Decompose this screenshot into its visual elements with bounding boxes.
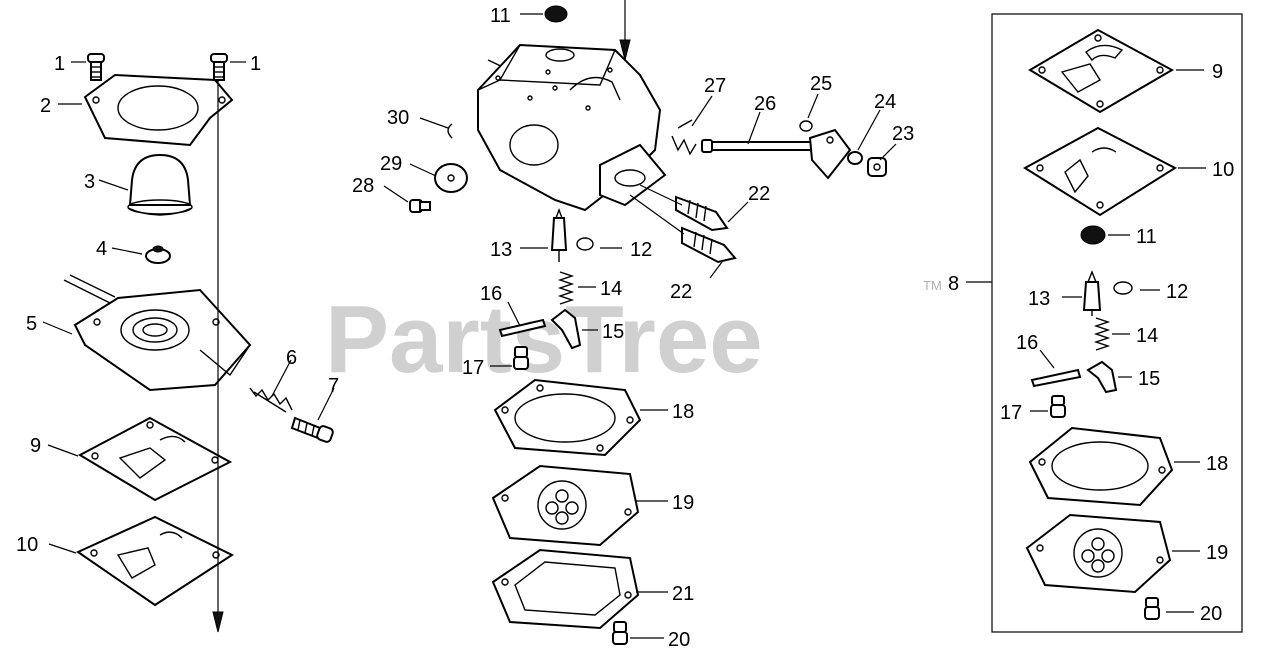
center-callout-27: 27 [704,75,726,97]
left-callout-1a: 1 [54,53,65,75]
center-callout-17: 17 [462,357,484,379]
left-part-4-valve[interactable] [145,245,171,264]
left-callout-2: 2 [40,95,51,117]
right-callout-17: 17 [1000,402,1022,424]
left-part-9-gasket[interactable] [77,416,233,502]
left-part-1a-screw[interactable] [87,53,105,81]
left-callout-7: 7 [328,375,339,397]
center-part-30-clip[interactable] [447,123,453,139]
center-part-13-inlet-needle[interactable] [550,208,568,262]
center-part-23-nut[interactable] [867,157,887,177]
right-callout-11: 11 [1136,226,1157,248]
left-part-2-cover[interactable] [83,73,234,147]
center-part-15-lever[interactable] [550,308,582,350]
right-part-15-lever[interactable] [1086,360,1118,394]
center-callout-16: 16 [480,283,502,305]
center-part-11-screen[interactable] [544,5,568,23]
kit-callout-8: 8 [948,273,959,295]
center-callout-29: 29 [380,153,402,175]
right-part-16-pin[interactable] [1030,368,1082,388]
left-part-6-spring[interactable] [249,387,293,413]
right-part-14-spring[interactable] [1093,317,1111,351]
center-callout-30: 30 [387,107,409,129]
right-callout-16: 16 [1016,332,1038,354]
right-callout-19: 19 [1206,542,1228,564]
center-part-27-spring[interactable] [671,119,697,156]
center-axis-arrow [619,39,631,61]
right-part-11-screen[interactable] [1080,225,1106,245]
right-part-9-gasket[interactable] [1028,28,1175,114]
right-part-10-diaphragm[interactable] [1023,126,1178,217]
left-part-5-pump-body[interactable] [63,274,252,392]
center-callout-20: 20 [668,629,690,649]
left-part-7-screw[interactable] [290,416,334,443]
left-part-1b-screw[interactable] [210,53,228,81]
center-callout-23: 23 [892,123,914,145]
right-callout-12: 12 [1166,281,1188,303]
trademark: TM [923,278,942,293]
center-callout-18: 18 [672,401,694,423]
right-leaders [1030,69,1206,613]
left-callout-3: 3 [84,171,95,193]
center-callout-22a: 22 [748,183,770,205]
left-callout-6: 6 [286,347,297,369]
right-part-19-diaphragm[interactable] [1025,513,1172,594]
center-part-12-ring[interactable] [576,237,594,251]
right-callout-14: 14 [1136,325,1158,347]
center-part-21-cover[interactable] [491,548,640,630]
left-callout-1b: 1 [250,53,261,75]
right-part-13-inlet-needle[interactable] [1082,270,1102,316]
left-callout-10: 10 [16,534,38,556]
center-part-17-screw[interactable] [513,346,529,370]
right-callout-9: 9 [1212,61,1223,83]
center-callout-11: 11 [490,5,511,27]
center-callout-25: 25 [810,73,832,95]
center-callout-19: 19 [672,492,694,514]
center-part-22b-needle[interactable] [681,226,737,264]
right-callout-15: 15 [1138,368,1160,390]
center-part-19-diaphragm[interactable] [491,464,640,547]
left-callout-5: 5 [26,313,37,335]
center-callout-28: 28 [352,175,374,197]
center-part-16-pin[interactable] [498,318,547,338]
left-part-10-diaphragm[interactable] [75,515,235,607]
center-part-28-screw[interactable] [409,199,431,213]
repair-kit-box [991,13,1243,633]
left-axis-arrow [212,611,224,633]
center-callout-24: 24 [874,91,896,113]
center-part-14-spring[interactable] [557,271,575,305]
right-callout-18: 18 [1206,453,1228,475]
center-callout-26: 26 [754,93,776,115]
center-callout-12: 12 [630,239,652,261]
left-callout-4: 4 [96,238,107,260]
right-part-17-screw[interactable] [1050,395,1066,418]
right-callout-10: 10 [1212,159,1234,181]
right-callout-20: 20 [1200,603,1222,625]
needle-guide-b [629,194,685,235]
center-callout-21: 21 [672,583,694,605]
center-part-25-clip[interactable] [799,120,813,132]
center-callout-22b: 22 [670,281,692,303]
right-part-20-screw[interactable] [1144,597,1160,620]
center-callout-14: 14 [600,278,622,300]
center-part-29-disc[interactable] [434,163,468,193]
watermark: PartsTree [325,286,763,393]
center-part-22a-needle[interactable] [675,195,729,232]
right-callout-13: 13 [1028,288,1050,310]
right-part-18-gasket[interactable] [1028,426,1174,507]
right-part-12-ring[interactable] [1113,281,1133,295]
left-part-3-primer-bulb[interactable] [127,153,193,216]
center-part-carburetor-body[interactable] [477,43,667,212]
center-part-18-gasket[interactable] [493,378,642,457]
center-leaders [383,13,897,639]
center-part-26-shaft[interactable] [701,128,852,180]
center-callout-13: 13 [490,239,512,261]
needle-guide-a [639,184,683,206]
left-callout-9: 9 [30,435,41,457]
center-part-24-washer[interactable] [847,151,863,165]
center-part-20-screw[interactable] [612,621,628,645]
center-callout-15: 15 [602,321,624,343]
left-leaders [42,61,335,554]
